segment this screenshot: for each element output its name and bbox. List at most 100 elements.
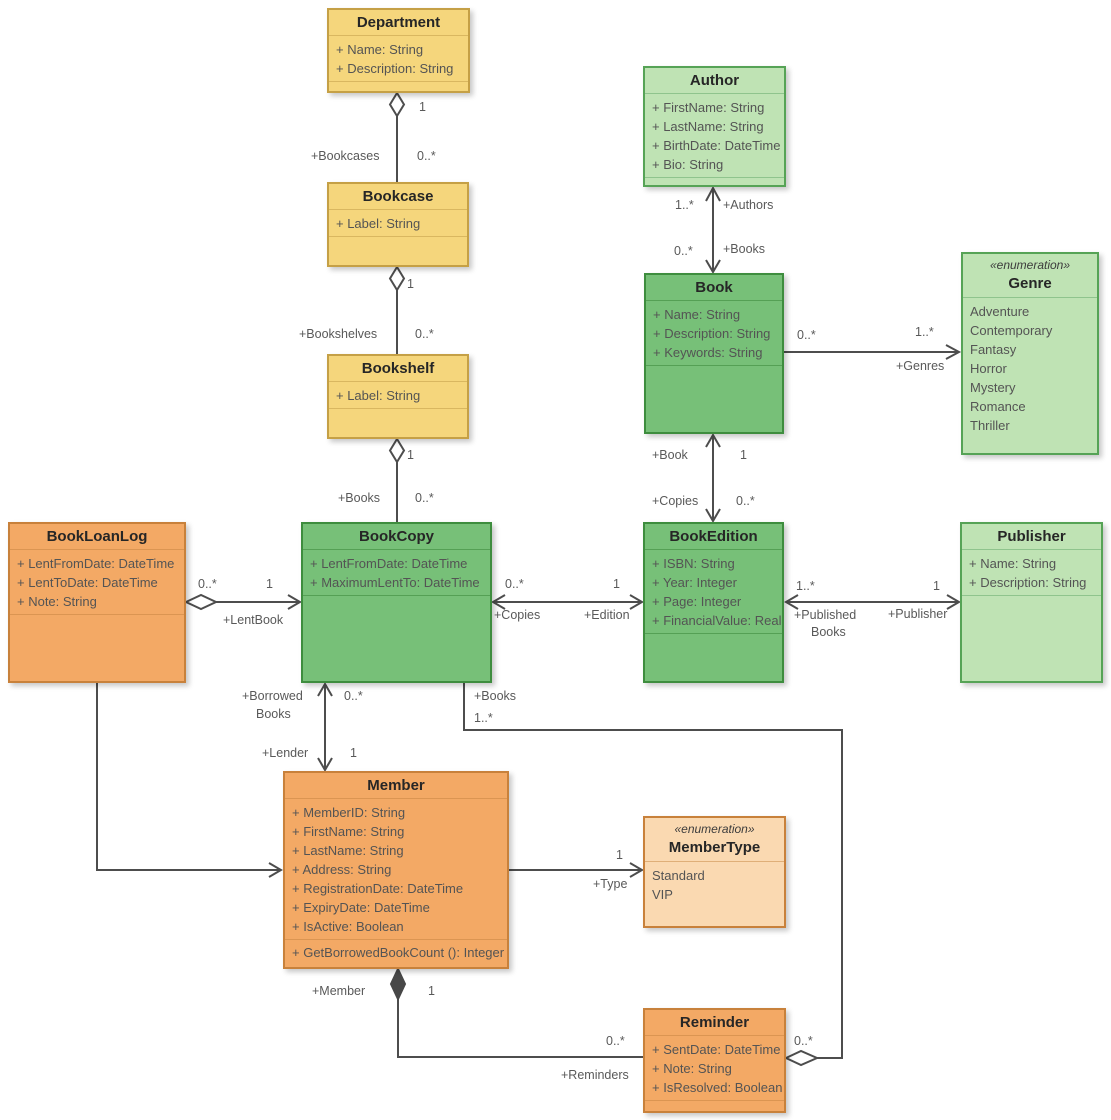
attribute-row: + FirstName: String	[652, 100, 765, 115]
multiplicity-label: 1	[350, 746, 357, 760]
attribute-row: + FinancialValue: Real	[652, 613, 782, 628]
multiplicity-label: 0..*	[674, 244, 693, 258]
role-label: +LentBook	[223, 613, 284, 627]
attribute-row: + FirstName: String	[292, 824, 405, 839]
class-bookcopy[interactable]: BookCopy + LentFromDate: DateTime+ Maxim…	[301, 522, 492, 683]
multiplicity-label: 1..*	[675, 198, 694, 212]
multiplicity-label: 1	[407, 277, 414, 291]
multiplicity-label: 1	[428, 984, 435, 998]
bookcopy-title: BookCopy	[359, 528, 434, 545]
multiplicity-label: 1	[407, 448, 414, 462]
bookedition-attributes: + ISBN: String + Year: Integer + Page: Int…	[645, 549, 782, 633]
role-label: +Lender	[262, 746, 309, 760]
class-bookedition[interactable]: BookEdition + ISBN: String+ Year: Intege…	[643, 522, 784, 683]
edge-bookloanlog-member	[96, 683, 283, 878]
multiplicity-label: 0..*	[736, 494, 755, 508]
publisher-attributes: + Name: String+ Description: String	[962, 549, 1101, 595]
attribute-row: + LastName: String	[652, 119, 764, 134]
multiplicity-label: 0..*	[505, 577, 524, 591]
edge-bookshelf-bookcopy	[388, 437, 406, 522]
class-department[interactable]: Department + Name: String+ Description: …	[327, 8, 470, 93]
enum-literal: Romance	[970, 399, 1026, 414]
book-operations	[646, 365, 782, 432]
bookcase-operations	[329, 236, 467, 265]
multiplicity-label: 1	[740, 448, 747, 462]
bookloanlog-title: BookLoanLog	[46, 528, 148, 545]
attribute-row: + Description: String	[653, 326, 771, 341]
role-label: +Edition	[584, 608, 630, 622]
role-label: +Type	[593, 877, 628, 891]
attribute-row: + RegistrationDate: DateTime	[292, 881, 464, 896]
attribute-row: + ISBN: String	[652, 556, 735, 571]
class-author[interactable]: Author + FirstName: String + LastName: St…	[643, 66, 786, 187]
enum-literal: Mystery	[970, 380, 1016, 395]
attribute-row: + MaximumLentTo: DateTime	[310, 575, 480, 590]
bookcopy-attributes: + LentFromDate: DateTime+ MaximumLentTo:…	[303, 549, 490, 595]
attribute-row: + Year: Integer	[652, 575, 737, 590]
class-book[interactable]: Book + Name: String+ Description: String…	[644, 273, 784, 434]
attribute-row: + Description: String	[336, 61, 454, 76]
edge-bookloanlog-bookcopy	[183, 593, 302, 611]
class-bookcase[interactable]: Bookcase + Label: String	[327, 182, 469, 267]
multiplicity-label: 0..*	[415, 491, 434, 505]
class-bookshelf[interactable]: Bookshelf + Label: String	[327, 354, 469, 439]
attribute-row: + Keywords: String	[653, 345, 763, 360]
role-label: +Member	[312, 984, 366, 998]
attribute-row: + ExpiryDate: DateTime	[292, 900, 430, 915]
attribute-row: + BirthDate: DateTime	[652, 138, 781, 153]
edge-department-bookcase	[388, 91, 406, 182]
edge-member-membertype	[509, 862, 644, 878]
author-title: Author	[689, 72, 740, 89]
attribute-row: + Name: String	[336, 42, 424, 57]
class-member[interactable]: Member + MemberID: String+ FirstName: St…	[283, 771, 509, 969]
attribute-row: + LentToDate: DateTime	[17, 575, 158, 590]
department-attributes: + Name: String + Description: String	[329, 35, 468, 81]
attribute-row: + Label: String	[336, 388, 421, 403]
department-operations	[329, 81, 468, 91]
attribute-row: + MemberID: String	[292, 805, 406, 820]
multiplicity-label: 1	[613, 577, 620, 591]
member-attributes: + MemberID: String+ FirstName: String+ L…	[285, 798, 507, 939]
multiplicity-label: 1..*	[474, 711, 493, 725]
edge-bookcopy-reminder	[463, 683, 843, 1067]
publisher-operations	[962, 595, 1101, 681]
role-label: +Reminders	[561, 1068, 629, 1082]
membertype-title: MemberType	[668, 839, 761, 856]
bookcopy-operations	[303, 595, 490, 681]
enum-literal: Fantasy	[970, 342, 1017, 357]
role-label: +Books	[723, 242, 766, 256]
genre-title: Genre	[1008, 275, 1052, 292]
attribute-row: + IsResolved: Boolean	[652, 1080, 783, 1095]
class-bookloanlog[interactable]: BookLoanLog + LentFromDate: DateTime + Le…	[8, 522, 186, 683]
multiplicity-label: 1	[933, 579, 940, 593]
member-operations: + GetBorrowedBookCount (): Integer	[285, 939, 507, 967]
bookcase-title: Bookcase	[362, 188, 434, 205]
enum-literal: VIP	[652, 887, 673, 902]
author-attributes: + FirstName: String + LastName: String + B…	[645, 93, 784, 177]
attribute-row: + Name: String	[969, 556, 1057, 571]
bookloanlog-operations	[10, 614, 184, 681]
book-attributes: + Name: String+ Description: String+ Key…	[646, 300, 782, 365]
enum-literal: Thriller	[970, 418, 1010, 433]
genre-stereotype: «enumeration»	[989, 258, 1071, 272]
attribute-row: + Page: Integer	[652, 594, 742, 609]
edge-bookcase-bookshelf	[388, 265, 406, 354]
attribute-row: + Bio: String	[652, 157, 724, 172]
attribute-row: + LentFromDate: DateTime	[17, 556, 175, 571]
edge-bookcopy-bookedition	[491, 594, 644, 610]
reminder-operations	[645, 1100, 784, 1111]
bookshelf-operations	[329, 408, 467, 437]
multiplicity-label: 1	[616, 848, 623, 862]
role-label: +Copies	[652, 494, 699, 508]
class-publisher[interactable]: Publisher + Name: String+ Description: S…	[960, 522, 1103, 683]
class-reminder[interactable]: Reminder + SentDate: DateTime+ Note: Str…	[643, 1008, 786, 1113]
role-label: +Publisher	[888, 607, 948, 621]
attribute-row: + Address: String	[292, 862, 392, 877]
role-label: Books	[811, 625, 846, 639]
multiplicity-label: 0..*	[794, 1034, 813, 1048]
multiplicity-label: 1	[419, 100, 426, 114]
